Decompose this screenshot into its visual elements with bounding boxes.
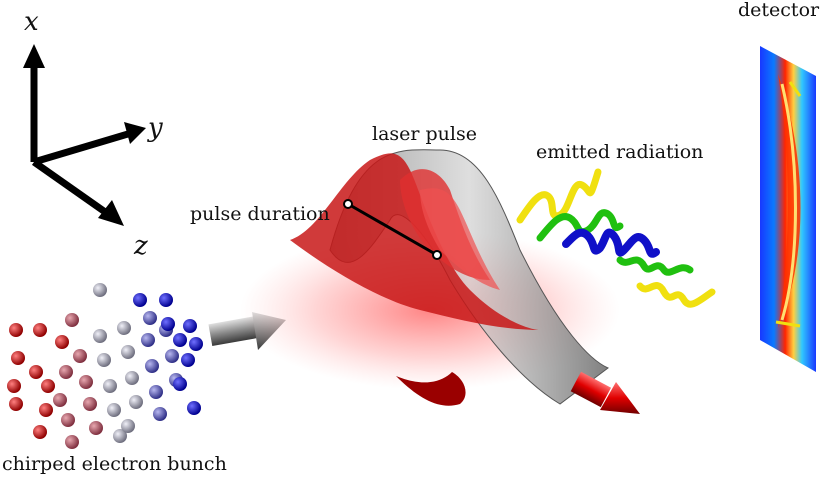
- electron-bunch: [7, 283, 203, 449]
- electron: [161, 317, 175, 331]
- electron: [97, 353, 111, 367]
- detector-label: detector: [738, 0, 820, 21]
- electron: [79, 375, 93, 389]
- x-axis-label: x: [24, 7, 39, 37]
- electron-bunch-label: chirped electron bunch: [2, 453, 227, 475]
- electron: [113, 429, 127, 443]
- pulse-duration-label: pulse duration: [190, 203, 330, 225]
- z-axis-arrowhead: [98, 200, 124, 226]
- axis-triad: x y z: [23, 7, 163, 261]
- laser-pulse-label: laser pulse: [372, 123, 477, 145]
- laser-direction-arrow: [570, 371, 640, 414]
- electron: [121, 419, 135, 433]
- electron: [53, 393, 67, 407]
- electron: [143, 311, 157, 325]
- radiation-wave-green: [536, 209, 624, 242]
- electron: [93, 329, 107, 343]
- electron: [103, 379, 117, 393]
- electron: [129, 395, 143, 409]
- electron: [83, 397, 97, 411]
- electron: [93, 283, 107, 297]
- electron: [89, 421, 103, 435]
- emitted-radiation: [516, 168, 716, 308]
- electron: [183, 319, 197, 333]
- z-axis-label: z: [133, 231, 148, 261]
- y-axis-arrowhead: [124, 122, 146, 144]
- electron: [141, 333, 155, 347]
- electron: [33, 425, 47, 439]
- electron: [121, 345, 135, 359]
- y-axis-arrow: [33, 130, 129, 166]
- electron: [149, 385, 163, 399]
- emitted-radiation-label: emitted radiation: [536, 141, 703, 163]
- electron: [73, 349, 87, 363]
- electron: [29, 365, 43, 379]
- electron: [55, 335, 69, 349]
- z-axis-arrow: [31, 159, 111, 217]
- laser-pulse: [240, 149, 620, 406]
- pulse-duration-marker: [343, 199, 442, 260]
- detector: [760, 46, 816, 372]
- y-axis-label: y: [147, 113, 163, 143]
- electron: [173, 333, 187, 347]
- electron: [11, 351, 25, 365]
- electron: [165, 349, 179, 363]
- electron: [59, 365, 73, 379]
- electron: [145, 359, 159, 373]
- radiation-wave-blue: [562, 228, 660, 258]
- electron: [33, 323, 47, 337]
- electron: [65, 313, 79, 327]
- electron: [39, 403, 53, 417]
- laser-underside: [396, 372, 466, 406]
- detector-hotspot: [778, 74, 801, 328]
- electron: [189, 337, 203, 351]
- electron: [125, 371, 139, 385]
- electron: [65, 435, 79, 449]
- electron: [9, 323, 23, 337]
- electron: [173, 377, 187, 391]
- radiation-wave-yellow: [516, 168, 602, 224]
- electron: [107, 403, 121, 417]
- x-axis-arrowhead: [23, 44, 45, 68]
- electron: [117, 321, 131, 335]
- electron: [153, 407, 167, 421]
- electron: [41, 379, 55, 393]
- electron: [181, 353, 195, 367]
- electron: [159, 293, 173, 307]
- electron: [187, 401, 201, 415]
- radiation-wave-yellow-2: [636, 282, 716, 308]
- electron: [7, 379, 21, 393]
- radiation-wave-green-2: [616, 256, 694, 276]
- electron: [133, 293, 147, 307]
- electron: [61, 413, 75, 427]
- electron: [9, 397, 23, 411]
